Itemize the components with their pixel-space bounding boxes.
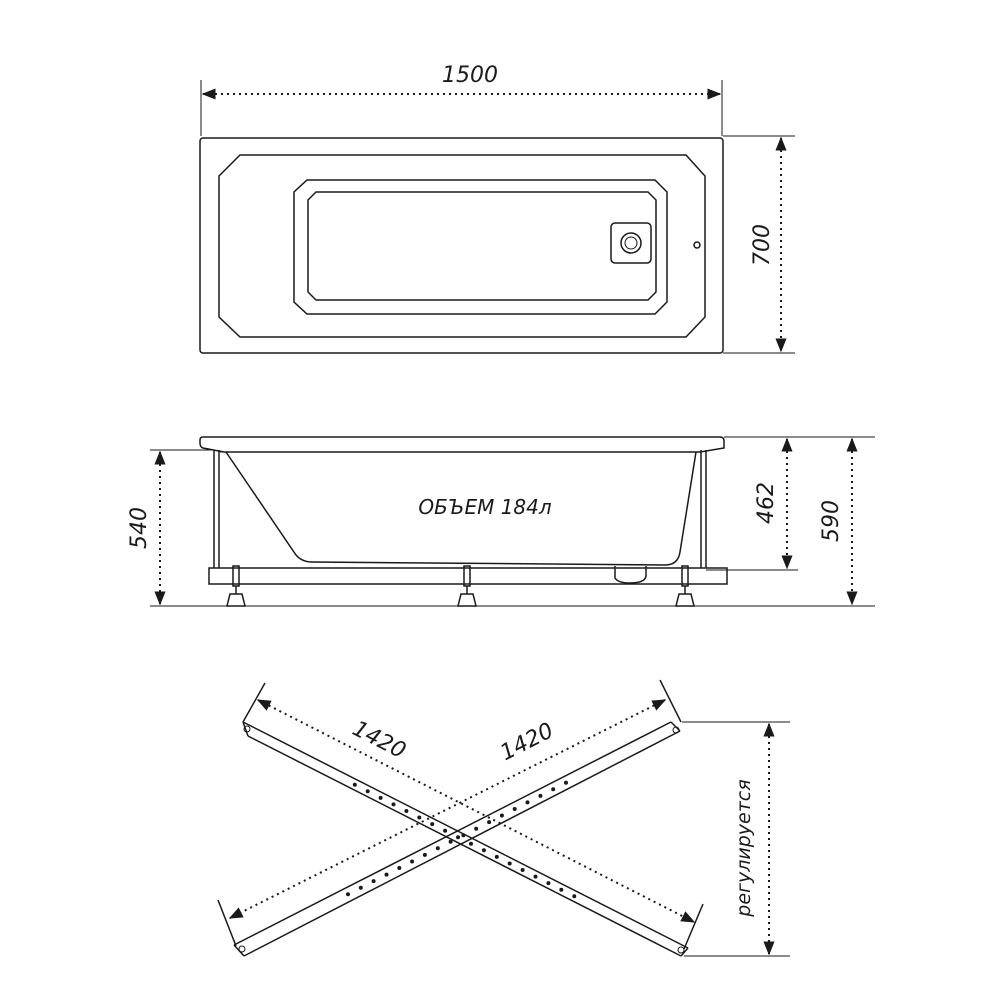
brace-hole (365, 789, 370, 794)
volume-label: ОБЪЕМ 184л (418, 495, 552, 519)
tub-basin-profile (225, 451, 697, 566)
brace-hole (512, 807, 517, 811)
brace-b-length-label: 1420 (496, 718, 557, 766)
adjustable-foot-icon (675, 565, 695, 607)
tub-rim-outline (199, 137, 724, 354)
brace-hole (469, 841, 473, 846)
frame-base-bar (208, 567, 728, 585)
brace-a-length-label: 1420 (348, 716, 409, 764)
brace-hole (448, 839, 453, 844)
brace-hole (487, 820, 492, 825)
brace-hole (430, 822, 435, 827)
depth-label: 462 (754, 482, 779, 524)
brace-hole (507, 861, 512, 866)
brace-hole (546, 881, 551, 886)
brace-hole (352, 782, 357, 787)
brace-hole (525, 800, 530, 805)
top-view: 1500 700 (199, 63, 795, 354)
overflow-icon (693, 241, 701, 249)
tub-rim-side (199, 436, 725, 453)
brace-hole (397, 866, 402, 870)
brace-hole (384, 872, 389, 877)
brace-hole (474, 826, 479, 831)
brace-hole (456, 835, 460, 840)
length-label: 1500 (442, 63, 498, 88)
tub-basin-outer (293, 179, 668, 315)
brace-hole (520, 868, 525, 872)
brace-b-dimension-line (228, 699, 667, 919)
tub-basin-inner (307, 191, 657, 301)
frame-brace-a (242, 721, 689, 957)
brace-hole (461, 833, 466, 838)
brace-hole (404, 809, 409, 813)
adjustable-foot-icon (226, 565, 246, 607)
tub-inner-rim (218, 154, 706, 338)
adjustable-foot-icon (457, 565, 477, 607)
drain-icon (610, 222, 652, 264)
brace-hole (417, 815, 422, 820)
brace-hole (533, 874, 538, 879)
frame-height-label: 540 (127, 507, 152, 549)
brace-hole (435, 846, 440, 851)
brace-hole (371, 879, 376, 884)
brace-hole (494, 854, 499, 859)
brace-a-dimension-line (256, 699, 696, 923)
side-view: ОБЪЕМ 184л 540 462 590 (127, 436, 875, 607)
brace-hole (391, 802, 396, 807)
brace-hole (499, 813, 504, 818)
brace-hole (538, 793, 543, 798)
brace-hole (564, 780, 568, 785)
frame-cross-view: 1420 1420 регулируется (217, 679, 790, 957)
brace-hole (378, 795, 383, 800)
brace-hole (346, 892, 350, 897)
total-height-label: 590 (819, 500, 844, 542)
brace-hole (572, 894, 577, 899)
width-label: 700 (750, 224, 775, 266)
brace-hole (551, 787, 556, 792)
brace-hole (410, 859, 415, 864)
brace-hole (443, 828, 448, 833)
brace-hole (422, 852, 427, 857)
brace-hole (559, 887, 564, 892)
brace-hole (481, 848, 486, 853)
brace-hole (358, 885, 363, 890)
adjustable-label: регулируется (733, 779, 755, 917)
